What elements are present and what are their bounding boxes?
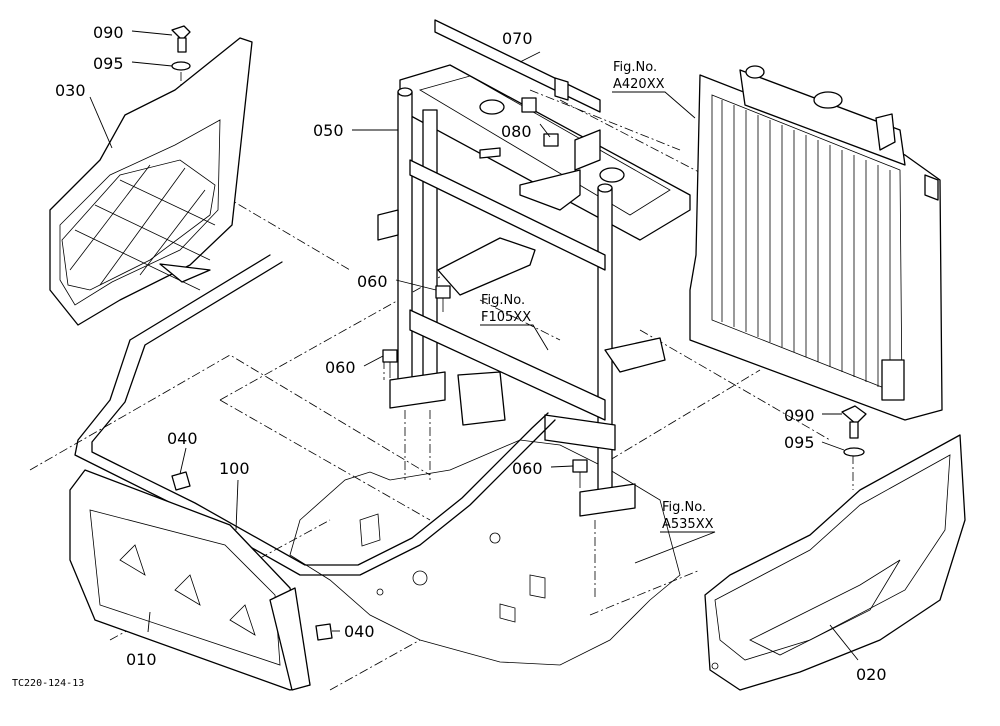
label-095-right: 095 xyxy=(784,433,815,452)
label-060-mid: 060 xyxy=(325,358,356,377)
label-010: 010 xyxy=(126,650,157,669)
part-labels: 090 095 030 070 050 080 060 060 060 040 … xyxy=(55,23,887,684)
top-frame xyxy=(399,19,691,241)
label-060-lower: 060 xyxy=(512,459,543,478)
fig-ref-f105-line2: F105XX xyxy=(481,310,531,325)
figure-references: Fig.No. A420XX Fig.No. F105XX Fig.No. A5… xyxy=(481,60,714,532)
label-090-right: 090 xyxy=(784,406,815,425)
fig-ref-a535-line1: Fig.No. xyxy=(662,500,706,515)
label-070: 070 xyxy=(502,29,533,48)
fig-ref-a420-line1: Fig.No. xyxy=(613,60,657,75)
label-050: 050 xyxy=(313,121,344,140)
label-080: 080 xyxy=(501,122,532,141)
label-020: 020 xyxy=(856,665,887,684)
drawing-code: TC220-124-13 xyxy=(12,678,84,689)
label-040-upper: 040 xyxy=(167,429,198,448)
side-panel-030 xyxy=(49,37,253,326)
label-040-lower: 040 xyxy=(344,622,375,641)
center-lines xyxy=(179,72,854,600)
label-030: 030 xyxy=(55,81,86,100)
fig-ref-f105-line1: Fig.No. xyxy=(481,293,525,308)
fig-ref-a535-line2: A535XX xyxy=(662,517,714,532)
label-095-top: 095 xyxy=(93,54,124,73)
label-060-upper: 060 xyxy=(357,272,388,291)
fig-ref-a420-line2: A420XX xyxy=(613,77,665,92)
front-panel-010 xyxy=(69,469,311,691)
label-100: 100 xyxy=(219,459,250,478)
rear-panel-020 xyxy=(704,434,966,691)
radiator xyxy=(689,65,943,421)
label-090-top: 090 xyxy=(93,23,124,42)
leader-lines xyxy=(89,30,859,661)
fasteners xyxy=(171,25,867,641)
main-frame xyxy=(377,87,666,517)
